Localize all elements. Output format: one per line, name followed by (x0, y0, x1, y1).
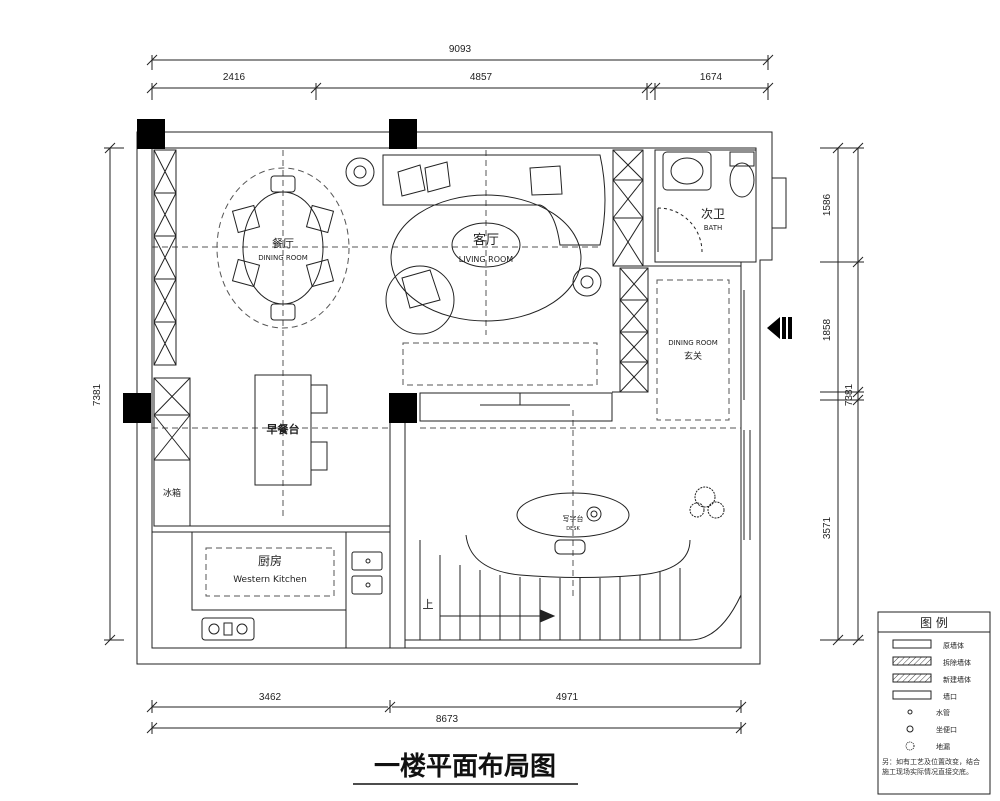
legend-item: 地漏 (936, 742, 950, 751)
label-living: 客厅 (473, 232, 499, 248)
legend-item: 水管 (936, 708, 950, 717)
dim-right-top: 1586 (822, 193, 833, 216)
drawing-title: 一楼平面布局图 (374, 752, 556, 782)
label-foyer: 玄关 (684, 350, 702, 362)
dim-bottom-total: 8673 (436, 714, 459, 725)
label-fridge: 冰箱 (163, 487, 181, 499)
legend-title: 图 例 (920, 616, 948, 630)
legend-item: 坐便口 (936, 725, 957, 734)
dim-top-right: 1674 (700, 72, 723, 83)
label-bath-en: BATH (704, 224, 723, 232)
dim-left-total: 7381 (92, 383, 103, 406)
label-foyer-en: DINING ROOM (668, 339, 718, 347)
label-kitchen: 厨房 (258, 553, 282, 568)
entrance-arrow-icon (767, 317, 792, 339)
label-breakfast: 早餐台 (267, 422, 300, 436)
label-study: 写字台 (563, 514, 584, 523)
legend-item: 墙口 (943, 692, 957, 701)
dim-top-left: 2416 (223, 72, 246, 83)
dim-bottom-right: 4971 (556, 692, 579, 703)
dim-bottom-left: 3462 (259, 692, 282, 703)
legend-item: 新建墙体 (943, 675, 971, 684)
label-living-en: LIVING ROOM (459, 255, 514, 264)
legend-item: 拆除墙体 (943, 658, 971, 667)
dim-right-bottom: 3571 (822, 516, 833, 539)
label-kitchen-en: Western Kitchen (233, 575, 307, 585)
dim-top-total: 9093 (449, 44, 472, 55)
label-study-en: DESK (566, 526, 580, 532)
label-dining: 餐厅 (272, 236, 294, 250)
dim-right-mid: 1858 (822, 318, 833, 341)
dim-right-total: 7381 (844, 383, 855, 406)
label-dining-en: DINING ROOM (258, 254, 308, 262)
dim-top-mid: 4857 (470, 72, 493, 83)
label-bath: 次卫 (701, 207, 725, 221)
label-stairs-up: 上 (423, 598, 434, 611)
legend-item: 原墙体 (943, 641, 964, 650)
legend-note: 另：如有工艺及位置改变，结合施工现场实际情况直接交底。 (882, 758, 980, 776)
